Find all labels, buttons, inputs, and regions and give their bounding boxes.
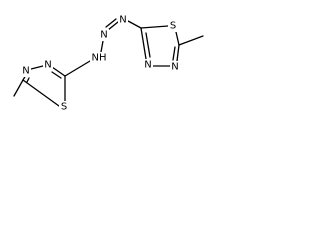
bond-n-c2-left-inner bbox=[51, 71, 62, 79]
atom-labels-layer: N N S NH N N bbox=[21, 14, 180, 113]
bond-n-n-double-b bbox=[105, 18, 117, 28]
bond-n-c2-right bbox=[127, 20, 142, 29]
svg-text:N: N bbox=[100, 30, 107, 41]
bond-c-n-left-inner bbox=[26, 77, 30, 83]
svg-text:N: N bbox=[171, 62, 178, 73]
bonds-layer bbox=[13, 18, 204, 107]
structure-diagram: N N S NH N N bbox=[0, 0, 235, 140]
svg-text:S: S bbox=[61, 102, 67, 113]
atom-s-left: S bbox=[59, 101, 69, 113]
bond-n-c2-left-outer bbox=[51, 66, 66, 77]
bond-c5-s-right bbox=[175, 31, 180, 46]
molecule-drawing: N N S NH N N bbox=[13, 14, 204, 113]
bond-c2-n-right-outer bbox=[140, 27, 147, 60]
svg-text:N: N bbox=[22, 66, 29, 77]
bond-n-n-double-a bbox=[107, 21, 119, 31]
atom-s-right: S bbox=[168, 20, 178, 32]
atom-n-right-bottom: N bbox=[143, 59, 153, 71]
bond-nh-n bbox=[100, 40, 104, 53]
atom-n-right: N bbox=[170, 61, 180, 73]
bond-s-c5-left bbox=[22, 79, 60, 107]
bond-c2-s-right bbox=[140, 25, 169, 29]
atom-n-left-top: N bbox=[21, 65, 31, 77]
atom-n-left-bottom: N bbox=[43, 59, 53, 71]
bond-n-c5-right-outer bbox=[176, 44, 180, 62]
svg-text:N: N bbox=[44, 60, 51, 71]
svg-text:NH: NH bbox=[92, 53, 107, 64]
svg-text:N: N bbox=[144, 60, 151, 71]
bond-methyl-left bbox=[13, 79, 24, 97]
bond-n-n-left bbox=[30, 65, 44, 70]
svg-text:N: N bbox=[119, 15, 126, 26]
atom-n-terminal: N bbox=[118, 14, 128, 26]
bond-c2-nh bbox=[64, 60, 91, 77]
bond-c2-n-right-inner bbox=[145, 32, 151, 58]
svg-text:S: S bbox=[170, 21, 176, 32]
atom-nh: NH bbox=[90, 52, 108, 64]
bond-methyl-right bbox=[178, 35, 204, 46]
bond-n-c5-right-inner bbox=[172, 46, 176, 61]
atom-n-middle: N bbox=[99, 29, 109, 41]
